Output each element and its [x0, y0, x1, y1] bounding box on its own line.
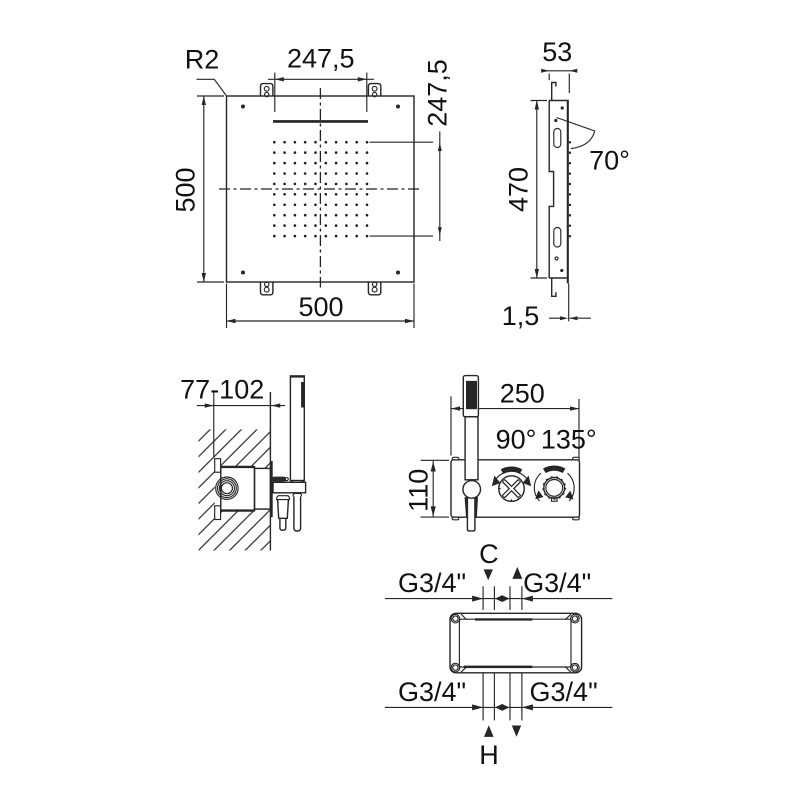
svg-text:470: 470 — [503, 167, 533, 212]
svg-text:C: C — [479, 539, 499, 569]
svg-text:R2: R2 — [185, 45, 220, 75]
svg-text:G3/4": G3/4" — [530, 677, 598, 707]
svg-text:G3/4": G3/4" — [523, 568, 591, 598]
svg-text:G3/4": G3/4" — [398, 677, 466, 707]
svg-text:77-102: 77-102 — [180, 374, 264, 404]
svg-text:250: 250 — [500, 378, 545, 408]
svg-text:G3/4": G3/4" — [398, 568, 466, 598]
svg-text:500: 500 — [298, 292, 343, 322]
svg-text:110: 110 — [404, 469, 434, 512]
svg-text:53: 53 — [542, 37, 572, 67]
svg-text:90°: 90° — [496, 425, 537, 455]
svg-text:70°: 70° — [589, 146, 630, 176]
svg-text:500: 500 — [170, 167, 200, 212]
svg-text:247,5: 247,5 — [287, 44, 355, 74]
svg-text:247,5: 247,5 — [423, 59, 453, 127]
svg-text:1,5: 1,5 — [502, 301, 540, 331]
svg-text:H: H — [479, 740, 499, 770]
svg-text:135°: 135° — [541, 425, 597, 455]
